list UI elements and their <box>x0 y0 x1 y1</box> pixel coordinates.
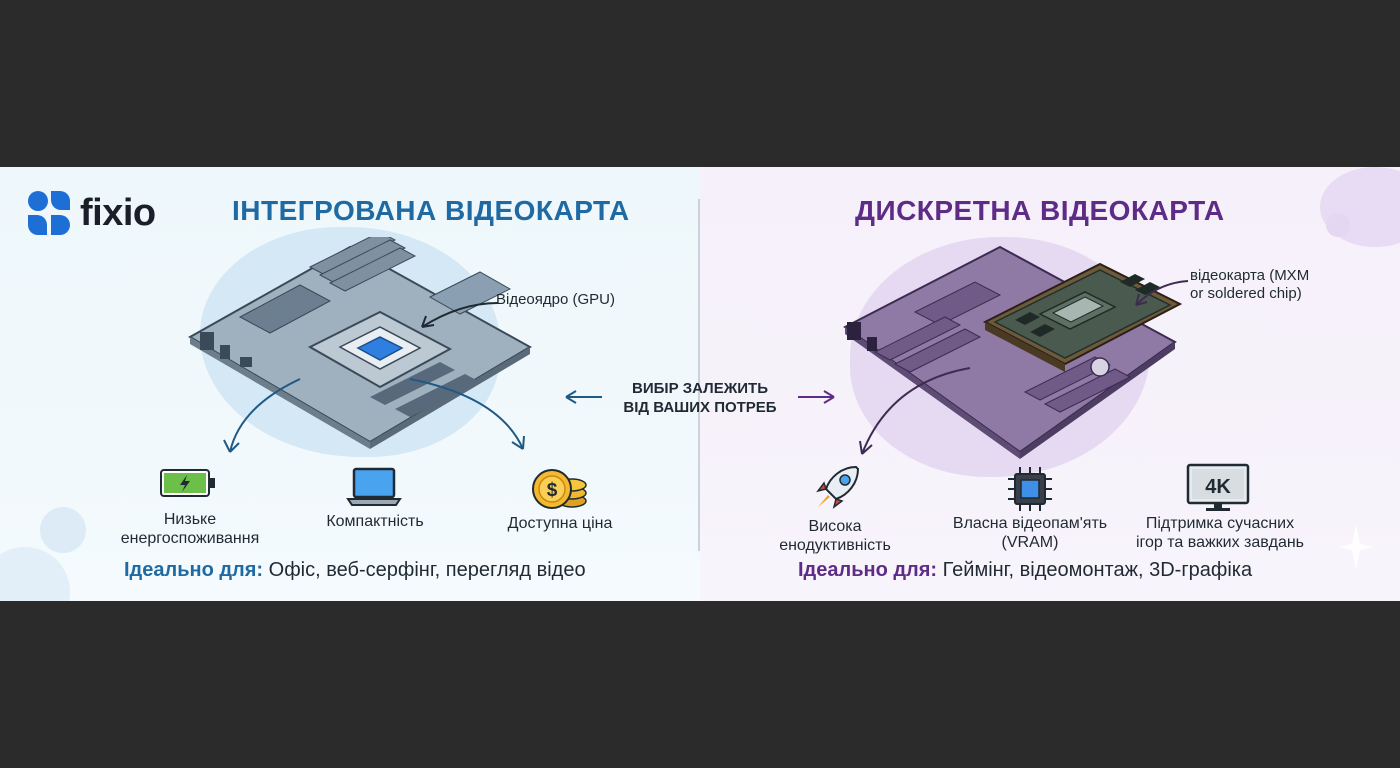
coins-icon: $ <box>532 469 587 509</box>
laptop-icon <box>346 467 402 506</box>
brand-logo: fixio <box>24 189 156 237</box>
center-arrows <box>565 390 835 404</box>
feature-label-line-2: енодуктивність <box>779 537 891 554</box>
feature-low-power: Низьке енергоспоживання <box>120 510 260 548</box>
rocket-icon <box>816 465 860 509</box>
fixio-logo-icon <box>28 191 70 235</box>
feature-affordable: Доступна ціна <box>490 514 630 533</box>
integrated-title: ІНТЕГРОВАНА ВІДЕОКАРТА <box>232 195 630 226</box>
feature-label: Компактність <box>326 513 424 530</box>
monitor-4k-icon: 4K <box>1186 463 1250 511</box>
feature-label: Доступна ціна <box>507 515 613 532</box>
infographic-panel: fixio ІНТЕГРОВАНА ВІДЕОКАРТА ДИСКРЕТНА В… <box>0 167 1400 601</box>
feature-branch-arrow <box>859 367 971 455</box>
battery-icon <box>160 469 215 497</box>
callout-arrow <box>1135 280 1189 306</box>
callout-line-1: відеокарта (MXM <box>1190 267 1310 284</box>
feature-label-line-1: Власна відеопам'ять <box>952 515 1108 532</box>
feature-vram: Власна відеопам'ять (VRAM) <box>940 514 1120 552</box>
feature-label-line-2: ігор та важких завдань <box>1135 534 1305 551</box>
feature-compact: Компактність <box>300 512 450 531</box>
section-divider <box>698 199 700 551</box>
integrated-ideal-for: Ідеально для: Офіс, веб-серфінг, перегля… <box>124 559 586 582</box>
brand-name: fixio <box>80 191 156 234</box>
background-blob <box>40 507 86 553</box>
choice-line-2: ВІД ВАШИХ ПОТРЕБ <box>623 399 777 416</box>
svg-text:$: $ <box>547 480 558 501</box>
feature-label-line-1: Висока <box>808 518 862 535</box>
sparkle-icon <box>1338 524 1374 570</box>
feature-branch-arrows <box>223 378 525 453</box>
integrated-motherboard-illustration <box>187 237 533 449</box>
feature-modern-games: Підтримка сучасних ігор та важких завдан… <box>1130 514 1310 552</box>
ideal-label: Ідеально для: <box>798 559 938 581</box>
feature-label-line-1: Підтримка сучасних <box>1145 515 1295 532</box>
ideal-label: Ідеально для: <box>124 559 264 581</box>
ideal-text: Геймінг, відеомонтаж, 3D-графіка <box>942 559 1253 581</box>
background-blob <box>1326 213 1350 237</box>
feature-label: Низьке енергоспоживання <box>120 511 260 547</box>
gpu-module-callout: відеокарта (MXM or soldered chip) <box>1190 267 1309 303</box>
background-blob <box>0 547 70 601</box>
gpu-callout: Відеоядро (GPU) <box>496 291 615 308</box>
chip-icon <box>1008 467 1052 511</box>
callout-arrow <box>421 302 499 328</box>
callout-line-2: or soldered chip) <box>1190 285 1302 302</box>
ideal-text: Офіс, веб-серфінг, перегляд відео <box>268 559 586 581</box>
discrete-motherboard-illustration <box>843 245 1183 459</box>
feature-label-line-2: (VRAM) <box>1001 534 1059 551</box>
discrete-title: ДИСКРЕТНА ВІДЕОКАРТА <box>855 195 1225 226</box>
monitor-badge: 4K <box>1205 476 1231 498</box>
choice-line-1: ВИБІР ЗАЛЕЖИТЬ <box>632 380 768 397</box>
choice-message: ВИБІР ЗАЛЕЖИТЬ ВІД ВАШИХ ПОТРЕБ <box>600 379 800 417</box>
discrete-ideal-for: Ідеально для: Геймінг, відеомонтаж, 3D-г… <box>798 559 1252 582</box>
feature-high-performance: Висока енодуктивність <box>760 517 910 555</box>
